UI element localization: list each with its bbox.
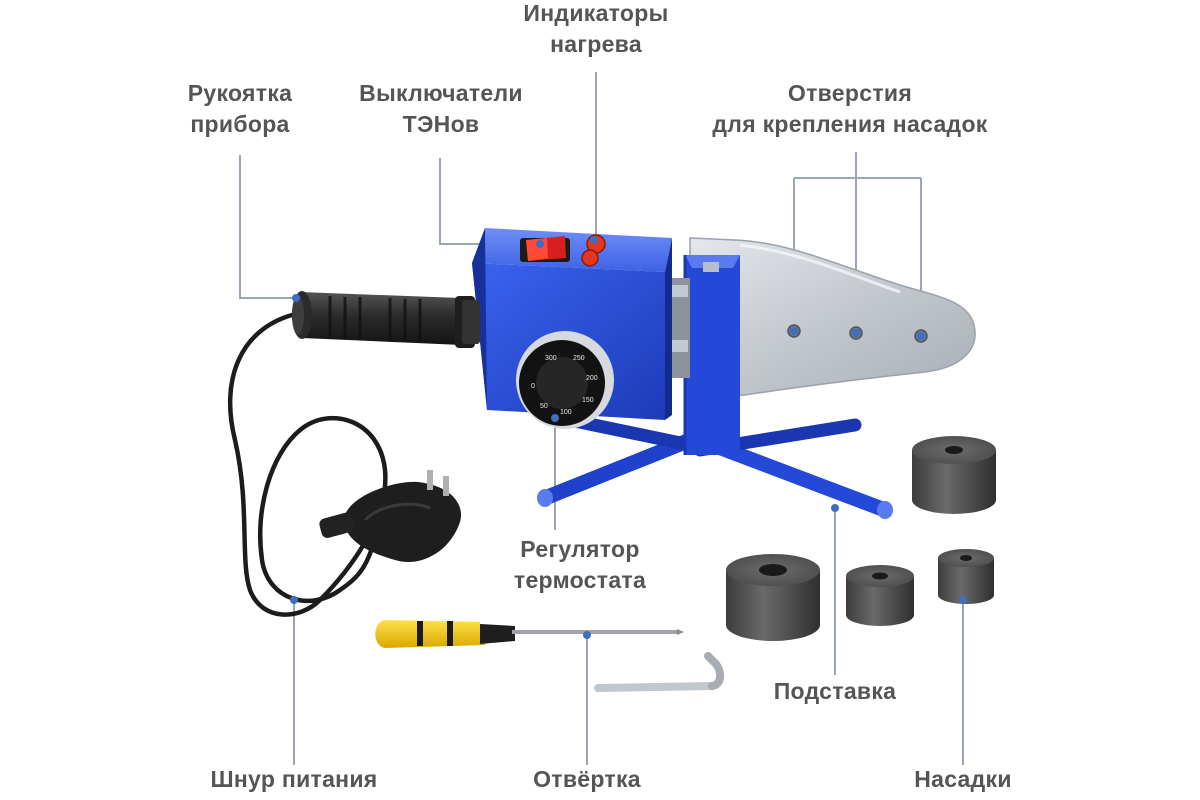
power-cord (227, 312, 388, 617)
heating-plate (689, 237, 976, 399)
screwdriver (375, 620, 684, 648)
nozzle-small (938, 549, 994, 604)
dial-mark: 200 (586, 375, 598, 382)
callout-dot (831, 504, 839, 512)
dial-mark: 100 (560, 409, 572, 416)
label-power-cord: Шнур питания (210, 766, 378, 792)
callout-dot (290, 596, 298, 604)
thermostat-dial: 300 250 200 150 100 50 0 (516, 331, 614, 429)
label-nozzles: Насадки (914, 766, 1012, 792)
leader-handle (239, 155, 296, 299)
allen-key (594, 652, 725, 692)
callout-dot (583, 631, 591, 639)
callout-dot (292, 294, 300, 302)
callout-dot (590, 236, 598, 244)
callout-dot (917, 332, 925, 340)
nozzle-large-top (912, 436, 996, 514)
callout-dot (852, 329, 860, 337)
callout-dot (790, 327, 798, 335)
dial-mark: 50 (540, 403, 548, 410)
label-screwdriver: Отвёртка (533, 766, 641, 792)
power-plug (319, 470, 462, 563)
nozzle-large-front (726, 554, 820, 641)
label-stand: Подставка (773, 678, 897, 704)
dial-mark: 250 (573, 355, 585, 362)
nozzle-medium (846, 565, 914, 626)
callout-dot (536, 240, 544, 248)
handle (292, 291, 480, 348)
callout-dot (959, 596, 967, 604)
callout-dot (551, 414, 559, 422)
dial-mark: 300 (545, 355, 557, 362)
label-heat-indicators: Индикаторы нагрева (523, 0, 669, 57)
label-mounting-holes: Отверстия для крепления насадок (712, 80, 988, 137)
label-handle: Рукоятка прибора (187, 80, 293, 137)
label-element-switches: Выключатели ТЭНов (359, 80, 523, 137)
stand-bracket (683, 255, 740, 455)
dial-mark: 150 (582, 397, 594, 404)
heat-indicator-lamp (581, 249, 599, 267)
element-switch (520, 236, 570, 262)
callout-dots (290, 236, 967, 639)
dial-mark: 0 (531, 383, 535, 390)
label-thermostat: Регулятор термостата (513, 536, 647, 593)
